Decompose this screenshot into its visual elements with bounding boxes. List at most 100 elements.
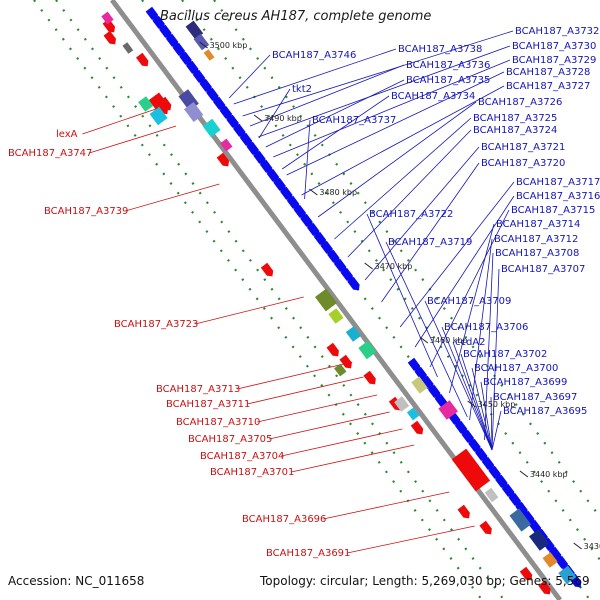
gene-label: BCAH187_A3714 (496, 219, 580, 230)
gene-label-callout (471, 367, 493, 451)
forward-gene-arrow (407, 357, 421, 372)
gene-label-callout (89, 125, 177, 154)
misc-feature-block (334, 363, 347, 377)
kbp-tick-mark (364, 262, 373, 270)
gene-label-callout (273, 59, 511, 158)
gene-label: BCAH187_A3727 (506, 81, 590, 92)
misc-feature-block (345, 326, 361, 342)
misc-feature-block (184, 102, 204, 122)
misc-feature-block (529, 529, 550, 551)
forward-gene-arrow (414, 366, 427, 381)
gene-label-callout (424, 300, 493, 451)
kbp-tick-label: 3490 kbp (264, 114, 302, 123)
gene-label: BCAH187_A3721 (481, 142, 565, 153)
misc-feature-block (203, 49, 215, 61)
kbp-tick-label: 3450 kbp (478, 400, 516, 409)
reverse-gene-arrow (410, 420, 424, 435)
kbp-tick-label: 3470 kbp (375, 262, 413, 271)
gene-label: BCAH187_A3724 (473, 125, 557, 136)
gene-label: BCAH187_A3719 (388, 237, 472, 248)
gene-label: BCAH187_A3699 (483, 377, 567, 388)
gene-label-callout (317, 101, 477, 218)
forward-gene-arrow (548, 546, 562, 561)
gene-label-callout (449, 223, 495, 394)
gene-label: BCAH187_A3723 (114, 319, 198, 330)
forward-gene-arrow (468, 438, 481, 453)
gene-features (101, 6, 582, 595)
gene-label: BCAH187_A3708 (495, 248, 579, 259)
gene-label-callout (249, 64, 405, 127)
forward-gene-arrow (280, 186, 293, 201)
gene-label: BCAH187_A3691 (266, 548, 350, 559)
gene-label: ccdA2 (455, 337, 486, 348)
forward-gene-arrow (555, 555, 568, 570)
reverse-gene-arrow (216, 152, 230, 167)
misc-feature-block (202, 118, 221, 138)
reverse-gene-arrow (148, 92, 169, 115)
forward-gene-arrow (347, 276, 360, 291)
gene-label: BCAH187_A3730 (512, 41, 596, 52)
kbp-tick-label: 3440 kbp (530, 470, 568, 479)
gene-label-callout (334, 117, 472, 240)
forward-gene-arrow (474, 447, 488, 462)
reverse-gene-arrow (538, 580, 551, 595)
gene-label: BCAH187_A3725 (473, 113, 557, 124)
gene-label-callout (480, 381, 493, 451)
forward-gene-arrow (165, 33, 179, 48)
forward-gene-arrow (233, 123, 246, 138)
gene-label-callout (414, 195, 515, 348)
gene-label-callout (257, 394, 378, 423)
forward-gene-arrow (320, 240, 333, 255)
misc-feature-block (328, 308, 344, 324)
gene-label: BCAH187_A3716 (516, 191, 600, 202)
gene-label-callout (291, 444, 415, 473)
dot-track-0 (33, 0, 483, 600)
misc-feature-block (185, 20, 204, 40)
misc-feature-block (542, 552, 558, 568)
reverse-gene-arrow (339, 354, 352, 369)
gene-label-callout (366, 213, 438, 378)
misc-feature-block (438, 400, 458, 420)
forward-gene-arrow (199, 78, 212, 93)
gene-label-callout (460, 353, 493, 451)
reverse-gene-arrow (326, 342, 339, 357)
gene-label-callout (125, 183, 220, 212)
gene-labels: BCAH187_A3746tkt2BCAH187_A3738BCAH187_A3… (8, 26, 600, 559)
forward-gene-arrow (427, 384, 441, 399)
forward-gene-arrow (192, 69, 206, 84)
gene-label-callout (237, 361, 353, 390)
forward-gene-arrow (454, 420, 468, 435)
misc-feature-block (101, 11, 114, 25)
gene-label: BCAH187_A3711 (166, 399, 250, 410)
forward-gene-arrow (508, 492, 521, 507)
gene-label: BCAH187_A3710 (176, 417, 260, 428)
misc-feature-block (358, 340, 377, 360)
label-callout-lines (82, 30, 515, 554)
gene-label-callout (381, 162, 480, 303)
gene-label-callout (323, 491, 450, 520)
kbp-tick-mark (419, 336, 429, 344)
forward-gene-arrow (313, 231, 327, 246)
dot-track-3 (181, 0, 600, 562)
gene-label-callout (82, 106, 163, 135)
gene-label-callout (281, 428, 403, 457)
gene-label: BCAH187_A3695 (503, 406, 587, 417)
gene-label: BCAH187_A3729 (512, 55, 596, 66)
gene-label: BCAH187_A3737 (312, 115, 396, 126)
gene-label-callout (441, 326, 493, 451)
misc-feature-block (558, 565, 577, 585)
gene-label-callout (452, 341, 493, 451)
reverse-gene-arrow (479, 520, 492, 535)
misc-feature-block (315, 288, 337, 312)
forward-gene-arrow (461, 429, 474, 444)
forward-gene-arrow (515, 501, 528, 516)
gene-label: BCAH187_A3696 (242, 514, 326, 525)
reverse-gene-arrow (363, 370, 376, 385)
forward-gene-arrow (488, 465, 501, 480)
gene-label: BCAH187_A3747 (8, 148, 92, 159)
gene-label: BCAH187_A3706 (444, 322, 528, 333)
forward-gene-arrow (266, 168, 280, 183)
gene-label-callout (399, 181, 515, 328)
